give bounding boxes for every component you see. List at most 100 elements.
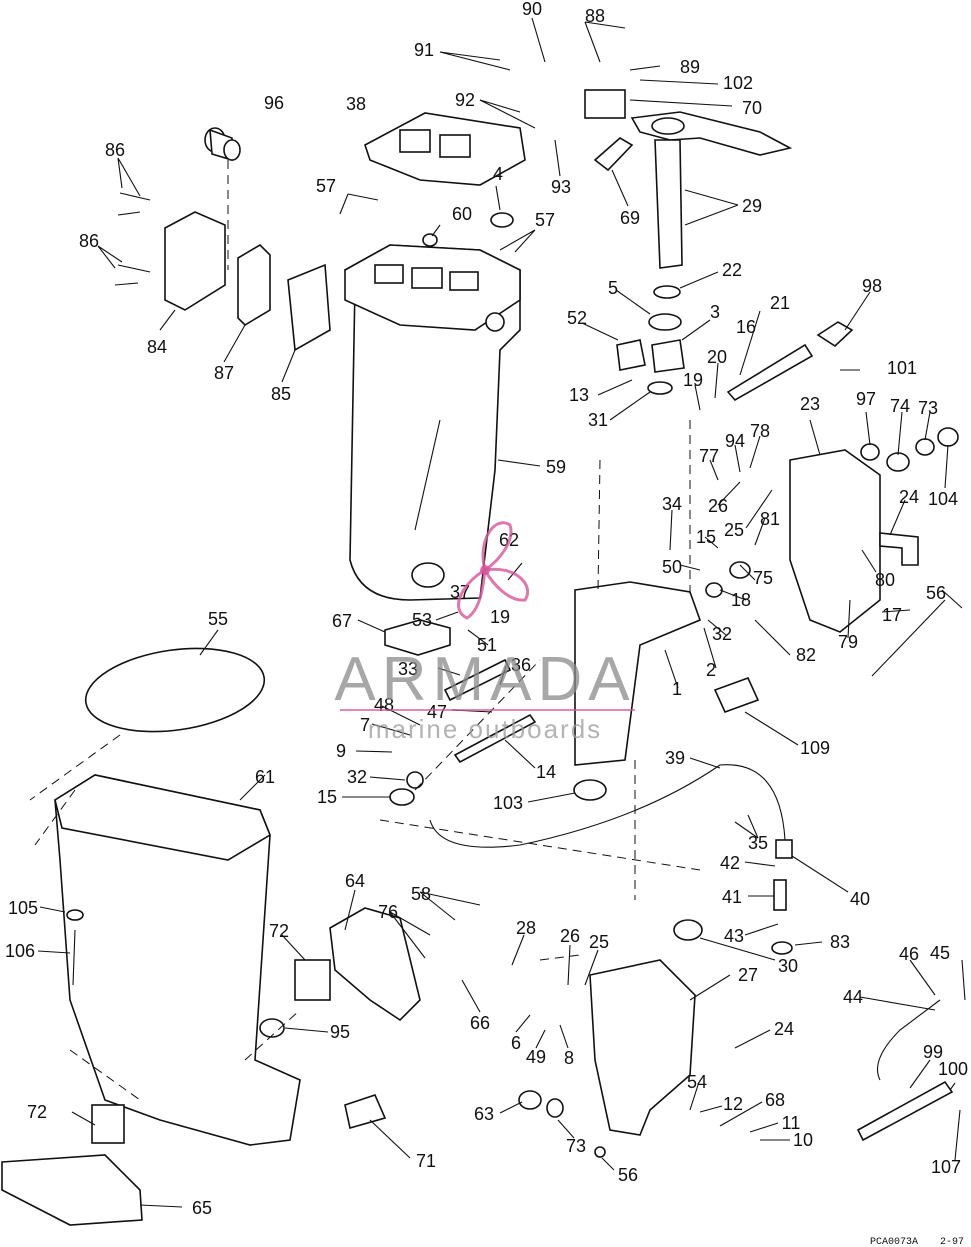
switch-30 [673,919,703,941]
callout: 66 [470,1013,490,1033]
watermark-tagline: marine outboards [368,714,602,744]
cable-39 [429,764,786,848]
nut-104 [937,427,959,447]
plate-67 [384,619,451,656]
callout: 63 [474,1104,494,1124]
callout: 96 [264,93,284,113]
callout: 31 [588,410,608,430]
cap-103 [573,779,607,801]
pin-14 [453,713,537,764]
callout: 23 [800,394,820,414]
lower-cover [1,1154,143,1226]
callout: 26 [560,926,580,946]
callout: 102 [723,73,753,93]
callout: 86 [105,140,125,160]
callout: 22 [722,260,742,280]
cable-44 [876,999,941,1081]
propeller-logo [457,521,529,620]
figure-date: 2-97 [940,1237,964,1247]
callout: 15 [696,527,716,547]
callout: 44 [843,987,863,1007]
callout: 38 [346,94,366,114]
callout: 76 [378,902,398,922]
bushing-18 [705,582,723,598]
stern-bracket-upper [789,449,881,633]
callout: 95 [330,1022,350,1042]
cap-98 [816,321,854,348]
callout: 29 [742,196,762,216]
figure-code: PCA0073A [870,1237,918,1247]
bushing-52 [616,339,646,371]
callout: 56 [618,1165,638,1185]
callout: 50 [662,557,682,577]
seal-55 [84,647,266,733]
callout: 101 [887,358,917,378]
callout: 85 [271,384,291,404]
callout: 64 [345,871,365,891]
callout: 94 [725,431,745,451]
leader-lines [37,17,966,1208]
callout: 52 [567,308,587,328]
callout: 34 [662,494,682,514]
exhaust-cover-gasket [237,243,271,327]
link-69 [593,137,634,172]
washer-15 [389,788,415,806]
callout: 15 [317,787,337,807]
callout: 24 [774,1019,794,1039]
callout-labels: 90 88 91 89 102 96 38 92 70 86 4 93 57 2… [5,0,968,1218]
callout: 25 [589,932,609,952]
callout: 41 [722,887,742,907]
washer-105 [66,909,84,921]
callout: 2 [706,660,716,680]
mount-72 [91,1104,125,1144]
callout: 70 [742,98,762,118]
callout: 20 [707,347,727,367]
callout: 91 [414,40,434,60]
screws-86 [114,192,151,286]
callout: 67 [332,611,352,631]
nut-73 [915,438,935,456]
bushing-41 [773,879,787,911]
part-drawings [1,89,959,1226]
callout: 25 [724,520,744,540]
callout: 1 [672,679,682,699]
callout: 68 [765,1090,785,1110]
callout: 3 [710,302,720,322]
callout: 65 [192,1198,212,1218]
plate-window [399,129,431,153]
block-71 [344,1094,387,1130]
callout: 18 [731,590,751,610]
callout: 40 [850,889,870,909]
callout: 73 [566,1136,586,1156]
callout: 47 [427,702,447,722]
callout: 103 [493,793,523,813]
callout: 32 [347,767,367,787]
callout: 82 [796,645,816,665]
callout: 19 [490,607,510,627]
callout: 59 [546,457,566,477]
callout: 107 [931,1157,961,1177]
assembly-lines [29,160,701,1101]
callout: 19 [683,370,703,390]
bushing-3 [651,339,685,373]
seal-31 [647,381,673,395]
callout: 35 [748,833,768,853]
callout: 72 [269,921,289,941]
callout: 26 [708,496,728,516]
callout: 72 [27,1102,47,1122]
callout: 74 [890,396,910,416]
callout: 45 [930,943,950,963]
callout: 56 [926,583,946,603]
bolt-106 [72,929,76,986]
grommet [204,127,241,162]
connector-40 [775,839,793,859]
callout: 53 [412,610,432,630]
part-97 [860,443,880,461]
pin-33 [443,658,512,702]
callout: 42 [720,853,740,873]
washer-15 [729,561,751,579]
tilt-lever [879,532,919,566]
part-74 [886,452,910,472]
callout: 36 [511,655,531,675]
bushing-63 [518,1090,542,1110]
